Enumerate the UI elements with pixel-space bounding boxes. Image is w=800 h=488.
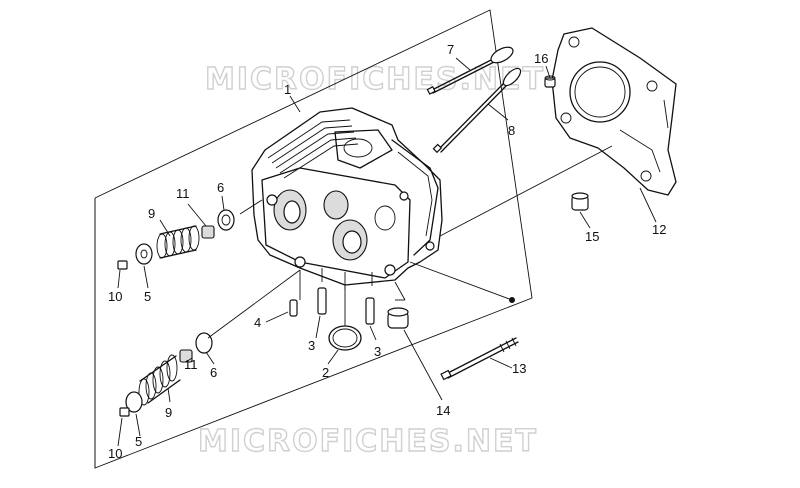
callout-16: 16 [534, 51, 548, 66]
watermark-top: MICROFICHES.NET [205, 62, 545, 97]
callout-11-upper: 11 [176, 186, 190, 201]
dowel-pin-4 [289, 299, 298, 317]
callout-13: 13 [512, 361, 526, 376]
stud-3-right [365, 297, 375, 325]
callout-9-lower: 9 [165, 405, 172, 420]
callout-10-upper: 10 [108, 289, 122, 304]
callout-2: 2 [322, 365, 329, 380]
callout-5-upper: 5 [144, 289, 151, 304]
callout-3-right: 3 [374, 344, 381, 359]
bushing-15 [571, 192, 589, 211]
callout-14: 14 [436, 403, 450, 418]
callout-7: 7 [447, 42, 454, 57]
callout-10-lower: 10 [108, 446, 122, 461]
head-gasket-12 [551, 27, 677, 196]
callout-6-upper: 6 [217, 180, 224, 195]
stud-3-left [317, 287, 327, 315]
callout-12: 12 [652, 222, 666, 237]
callout-labels: 1 7 16 8 9 11 6 12 15 10 5 4 3 3 2 11 6 … [108, 42, 666, 461]
callout-1: 1 [284, 82, 291, 97]
long-stud-13 [440, 337, 519, 381]
callout-8: 8 [508, 123, 515, 138]
assembly-frame [94, 9, 533, 469]
callout-15: 15 [585, 229, 599, 244]
valve-8 [432, 67, 522, 154]
watermark-bottom: MICROFICHES.NET [198, 424, 538, 459]
o-ring-2 [328, 325, 362, 351]
callout-4: 4 [254, 315, 261, 330]
leader-lines [117, 57, 657, 447]
callout-5-lower: 5 [135, 434, 142, 449]
callout-6-lower: 6 [210, 365, 217, 380]
cap-14 [387, 307, 409, 329]
callout-9-upper: 9 [148, 206, 155, 221]
callout-3-left: 3 [308, 338, 315, 353]
cylinder-head [251, 107, 443, 290]
valve-7 [426, 46, 514, 95]
lower-spring-set [119, 332, 213, 417]
upper-spring-set [117, 209, 235, 270]
callout-11-lower: 11 [184, 357, 198, 372]
reference-dot [509, 297, 515, 303]
